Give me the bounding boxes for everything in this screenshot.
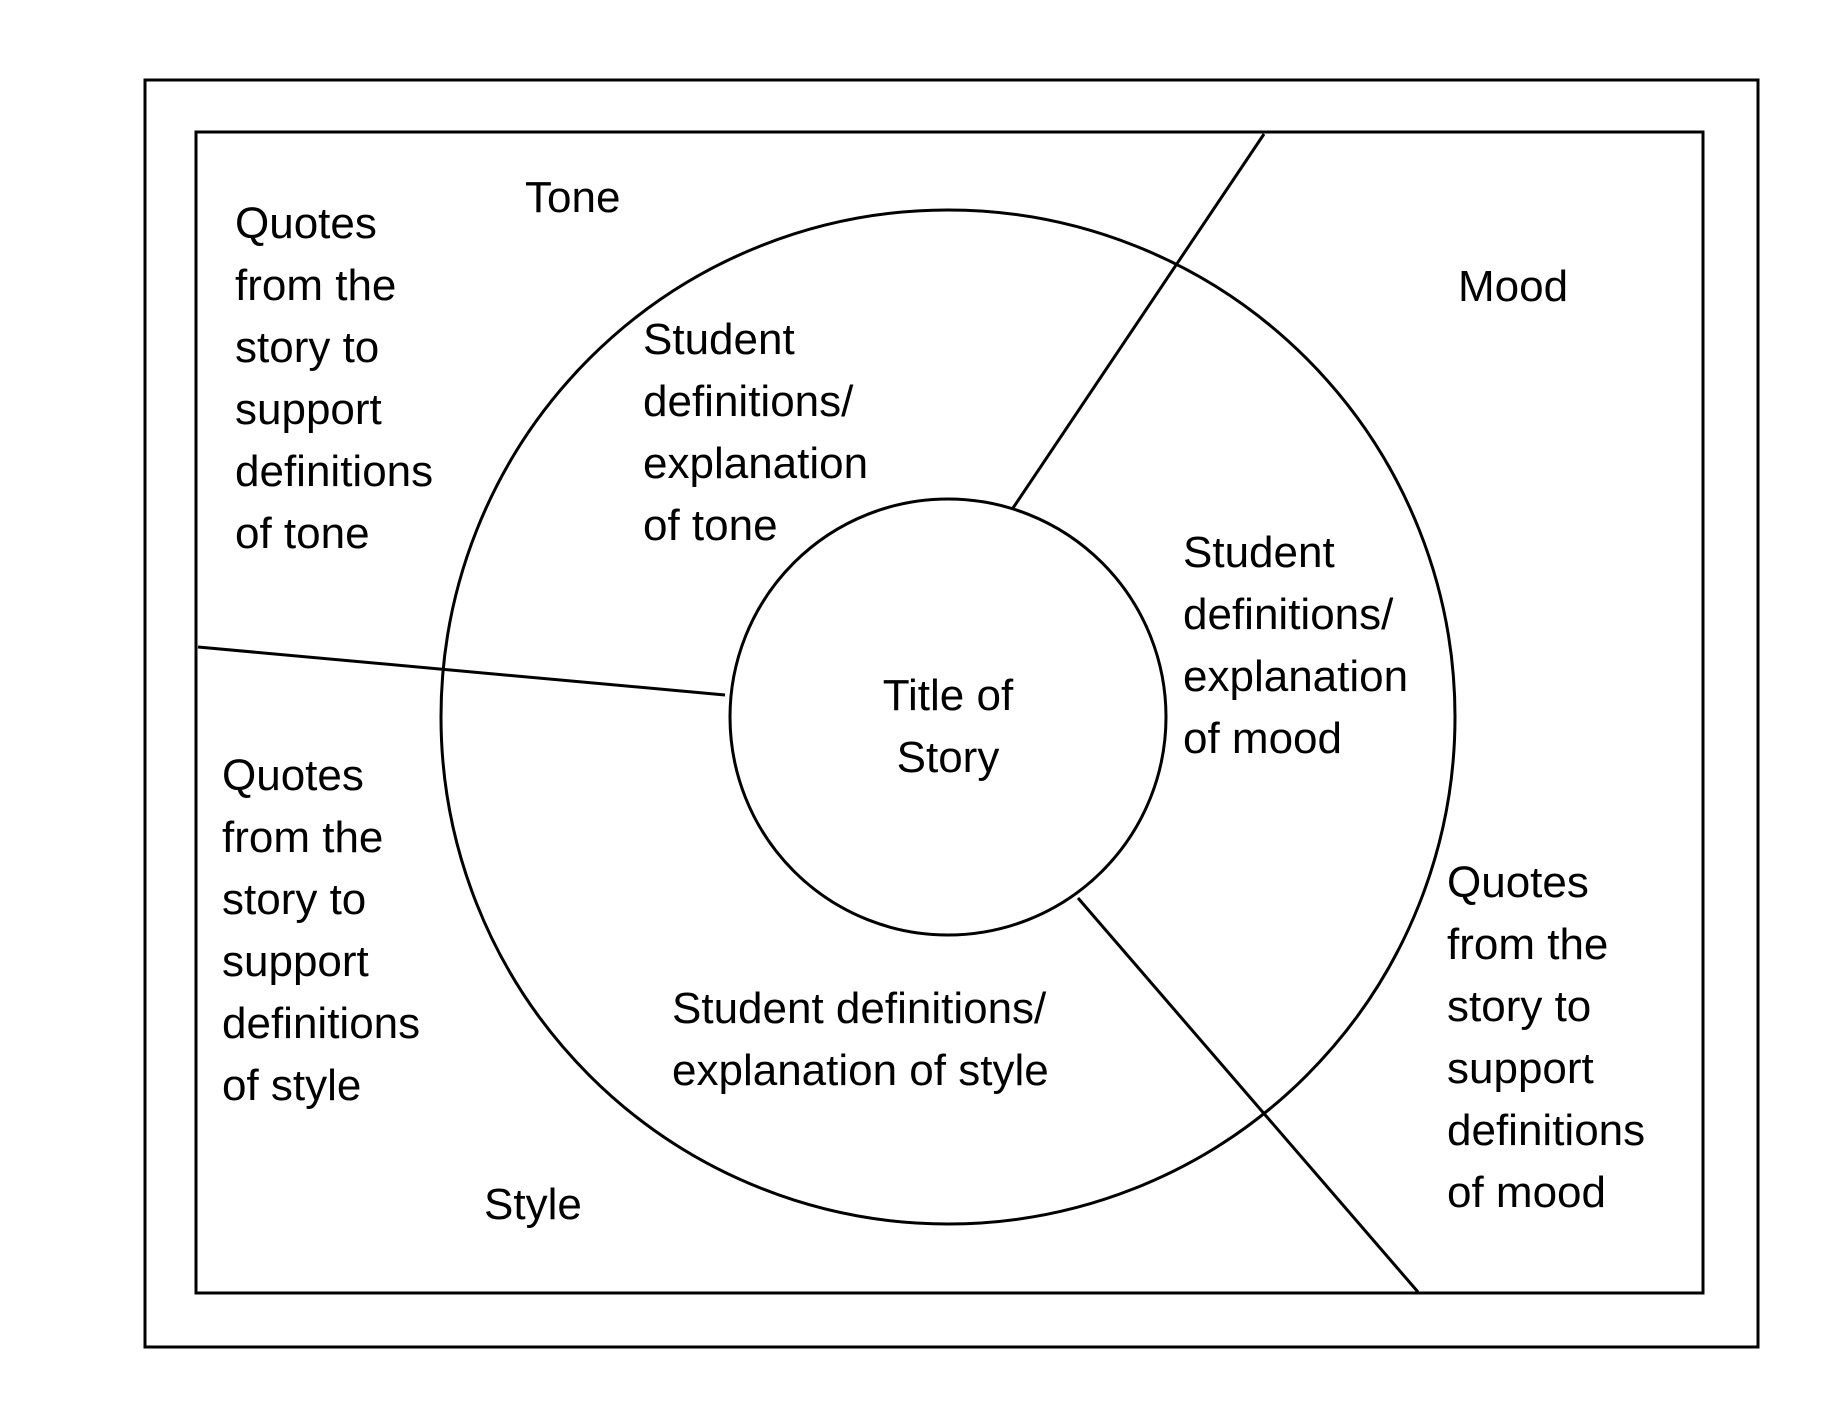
- inner-frame: [194, 130, 1705, 1295]
- divider-tone-mood: [1011, 133, 1266, 509]
- tone-quotes-text: Quotes from the story to support definit…: [235, 199, 434, 558]
- outer-ring: [439, 208, 1457, 1226]
- mood-definitions-text: Student definitions/ explanation of mood: [1183, 528, 1409, 763]
- divider-style-mood: [1076, 897, 1420, 1293]
- tone-section-label: Tone: [525, 173, 621, 222]
- tone-definitions-text: Student definitions/ explanation of tone: [643, 315, 869, 550]
- outer-frame: [143, 78, 1760, 1349]
- mood-section-label: Mood: [1458, 262, 1569, 311]
- style-definitions-text: Student definitions/ explanation of styl…: [672, 984, 1049, 1095]
- mood-quotes-text: Quotes from the story to support definit…: [1447, 858, 1646, 1217]
- style-quotes-text: Quotes from the story to support definit…: [222, 751, 421, 1110]
- inner-circle: [728, 497, 1168, 937]
- style-section-label: Style: [484, 1180, 582, 1229]
- story-title-text: Title of Story: [882, 671, 1014, 782]
- divider-tone-style: [197, 645, 726, 697]
